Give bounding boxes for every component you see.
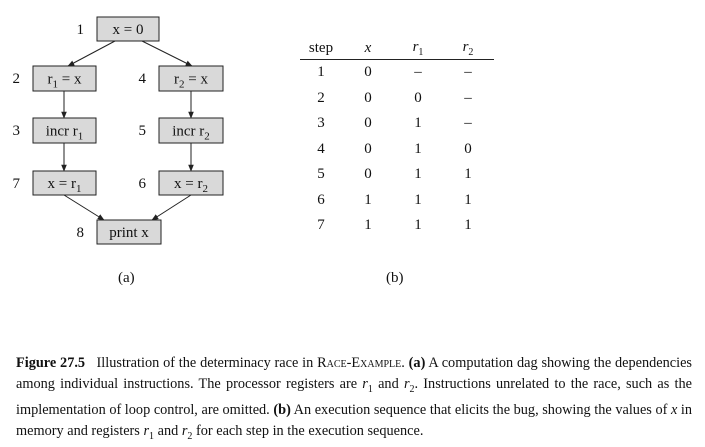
table-row: 2 0 0 – [300,86,494,112]
dag-node-2: 2 r1 = x [13,65,97,92]
node-box [32,65,97,92]
table-cell: 4 [317,140,325,157]
node-box [158,170,224,196]
dag-node-4: 4 r2 = x [139,65,224,92]
caption-figure-number: Figure 27.5 [16,355,86,372]
table-row: 1 0 – – [300,60,494,86]
dag-node-6: 6 x = r2 [139,170,224,196]
dag-edge [63,194,105,221]
table-cell: 1 [464,166,472,183]
node-number: 5 [139,123,147,139]
table-cell: 1 [414,115,422,132]
node-number: 4 [139,71,147,87]
table-cell: 0 [364,64,372,81]
table-row: 3 0 1 – [300,111,494,137]
node-label: incr r2 [172,124,210,143]
table-cell: 0 [464,140,472,157]
header-r1: r1 [412,39,424,58]
table-row: 5 0 1 1 [300,162,494,188]
node-number: 2 [13,71,21,87]
node-label: r1 = x [48,72,82,91]
table-row: 4 0 1 0 [300,137,494,163]
table-cell: – [464,115,472,132]
node-label: x = r2 [174,176,208,195]
node-number: 3 [13,123,21,139]
table-cell: 1 [464,191,472,208]
node-number: 7 [13,176,21,192]
table-cell: 1 [414,191,422,208]
table-cell: 0 [364,89,372,106]
table-cell: – [464,64,472,81]
table-cell: 1 [317,64,325,81]
dag-edge [141,40,193,67]
node-label: r2 = x [174,72,208,91]
node-box [32,170,97,196]
dag-node-8: 8 print x [77,219,162,245]
figure-caption: Figure 27.5 Illustration of the determin… [16,355,693,442]
node-number: 8 [77,225,85,241]
table-cell: 7 [317,217,325,234]
node-box [96,219,162,245]
table-cell: 3 [317,115,325,132]
table-cell: 5 [317,166,325,183]
node-box [96,16,160,42]
computation-dag: 1 x = 0 2 r1 = x 3 incr r1 7 x = r1 4 r2 = x 5 incr… [13,16,224,245]
table-cell: 1 [414,166,422,183]
table-cell: 0 [414,89,422,106]
node-box [158,65,224,92]
dag-node-3: 3 incr r1 [13,117,97,144]
table-cell: 1 [364,191,372,208]
panel-b-label: (b) [386,270,404,286]
table-cell: 2 [317,89,325,106]
table-row: 6 1 1 1 [300,188,494,214]
table-row: 7 1 1 1 [300,213,494,239]
node-box [158,117,224,144]
node-label: x = 0 [113,22,144,38]
table-header-row: step x r1 r2 [300,38,494,60]
dag-node-7: 7 x = r1 [13,170,97,196]
table-cell: 1 [414,140,422,157]
table-cell: – [414,64,422,81]
table-cell: 0 [364,166,372,183]
dag-node-1: 1 x = 0 [77,16,160,42]
table-cell: – [464,89,472,106]
table-cell: 0 [364,115,372,132]
caption-procedure-name: Race-Example [317,355,402,372]
dag-edge [151,194,192,221]
table-cell: 6 [317,191,325,208]
header-step: step [308,40,334,56]
header-x: x [364,40,372,56]
node-label: x = r1 [48,176,82,195]
header-r2: r2 [462,39,474,58]
table-cell: 0 [364,140,372,157]
panel-a-label: (a) [118,270,135,286]
dag-edge [67,40,116,67]
table-cell: 1 [414,217,422,234]
node-number: 1 [77,22,85,38]
node-label: print x [109,225,149,241]
table-cell: 1 [464,217,472,234]
dag-node-5: 5 incr r2 [139,117,224,144]
table-cell: 1 [364,217,372,234]
node-box [32,117,97,144]
node-number: 6 [139,176,147,192]
node-label: incr r1 [46,124,84,143]
